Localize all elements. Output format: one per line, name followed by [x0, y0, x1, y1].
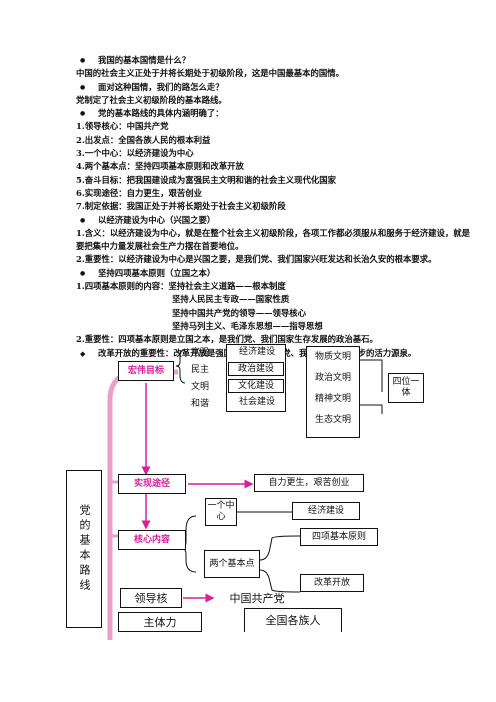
section-heading-1: 党的基本路线的具体内涵明确了：: [76, 107, 476, 120]
build-item: 文化建设: [228, 379, 284, 393]
econ-box: 经济建设: [292, 502, 360, 520]
builds-frame: [226, 344, 286, 412]
core-box: 核心内容: [118, 530, 186, 550]
question-1: 我国的基本国情是什么？: [76, 54, 476, 67]
reform-box: 改革开放: [300, 574, 364, 592]
list-item: 1.四项基本原则的内容：坚持社会主义道路——根本制度: [76, 281, 286, 292]
main-line-label: 党的基本路线: [78, 504, 91, 594]
list-item: 3.一个中心：以经济建设为中心: [76, 148, 194, 159]
list-item: 1.领导核心：中国共产党: [76, 121, 169, 132]
list-item: 2.出发点：全国各族人民的根本利益: [76, 134, 211, 145]
goal-item: 富强: [190, 348, 209, 358]
civs-frame: [306, 346, 360, 438]
leader-value: 中国共产党: [229, 591, 285, 605]
build-item: 经济建设: [238, 347, 275, 357]
path-value-box: 自力更生，艰苦创业: [254, 474, 364, 492]
goal-item: 民主: [190, 365, 209, 375]
answer-2: 党制定了社会主义初级阶段的基本路线。: [76, 94, 227, 105]
civ-item: 生态文明: [314, 414, 351, 425]
civ-item: 物质文明: [314, 351, 351, 362]
list-item: 6.实现途径：自力更生，艰苦创业: [76, 187, 202, 198]
goal-item: 和谐: [190, 399, 209, 409]
leader-box: 领导核: [120, 588, 182, 608]
build-item: 政治建设: [228, 362, 284, 376]
list-item: 7.制定依据：我国正处于并将长期处于社会主义初级阶段: [76, 201, 286, 212]
list-item: 坚持人民民主专政——国家性质: [172, 294, 290, 305]
civ-item: 政治文明: [314, 372, 351, 383]
question-2: 面对这种国情，我们的路怎么走？: [76, 81, 476, 94]
main-line-box: 党的基本路线: [66, 470, 102, 628]
section-heading-2: 以经济建设为中心（兴国之要）: [76, 214, 476, 227]
list-item: 5.奋斗目标：把我国建设成为富强民主文明和谐的社会主义现代化国家: [76, 174, 336, 185]
siwei-box: 四位一体: [388, 373, 424, 403]
goal-item: 文明: [190, 382, 209, 392]
subject-box: 主体力: [118, 612, 202, 632]
four-principles-box: 四项基本原则: [300, 528, 378, 546]
one-center-box: 一个中心: [205, 498, 237, 526]
list-item: 4.两个基本点：坚持四项基本原则和改革开放: [76, 161, 244, 172]
list-item: 坚持中国共产党的领导——领导核心: [172, 307, 306, 318]
build-item: 社会建设: [238, 397, 275, 407]
civ-item: 精神文明: [314, 393, 351, 404]
paragraph: 2.重要性：四项基本原则是立国之本，是我们党、我们国家生存发展的政治基石。: [76, 334, 378, 345]
two-points-box: 两个基本点: [204, 550, 260, 578]
section-heading-3: 坚持四项基本原则（立国之本）: [76, 267, 476, 280]
body-text: 我国的基本国情是什么？ 中国的社会主义正处于并将长期处于初级阶段，这是中国最基本…: [76, 54, 476, 360]
answer-1: 中国的社会主义正处于并将长期处于初级阶段，这是中国最基本的国情。: [76, 68, 344, 79]
paragraph: 2.重要性：以经济建设为中心是兴国之要，是我们党、我们国家兴旺发达和长治久安的根…: [76, 254, 437, 265]
list-item: 坚持马列主义、毛泽东思想——指导思想: [172, 320, 323, 331]
paragraph: 1.含义：以经济建设为中心，就是在整个社会主义初级阶段，各项工作都必须服从和服务…: [76, 227, 470, 252]
subject-value-box: 全国各族人: [244, 608, 342, 632]
goal-box: 宏伟目标: [118, 361, 174, 381]
path-box: 实现途径: [118, 474, 186, 494]
